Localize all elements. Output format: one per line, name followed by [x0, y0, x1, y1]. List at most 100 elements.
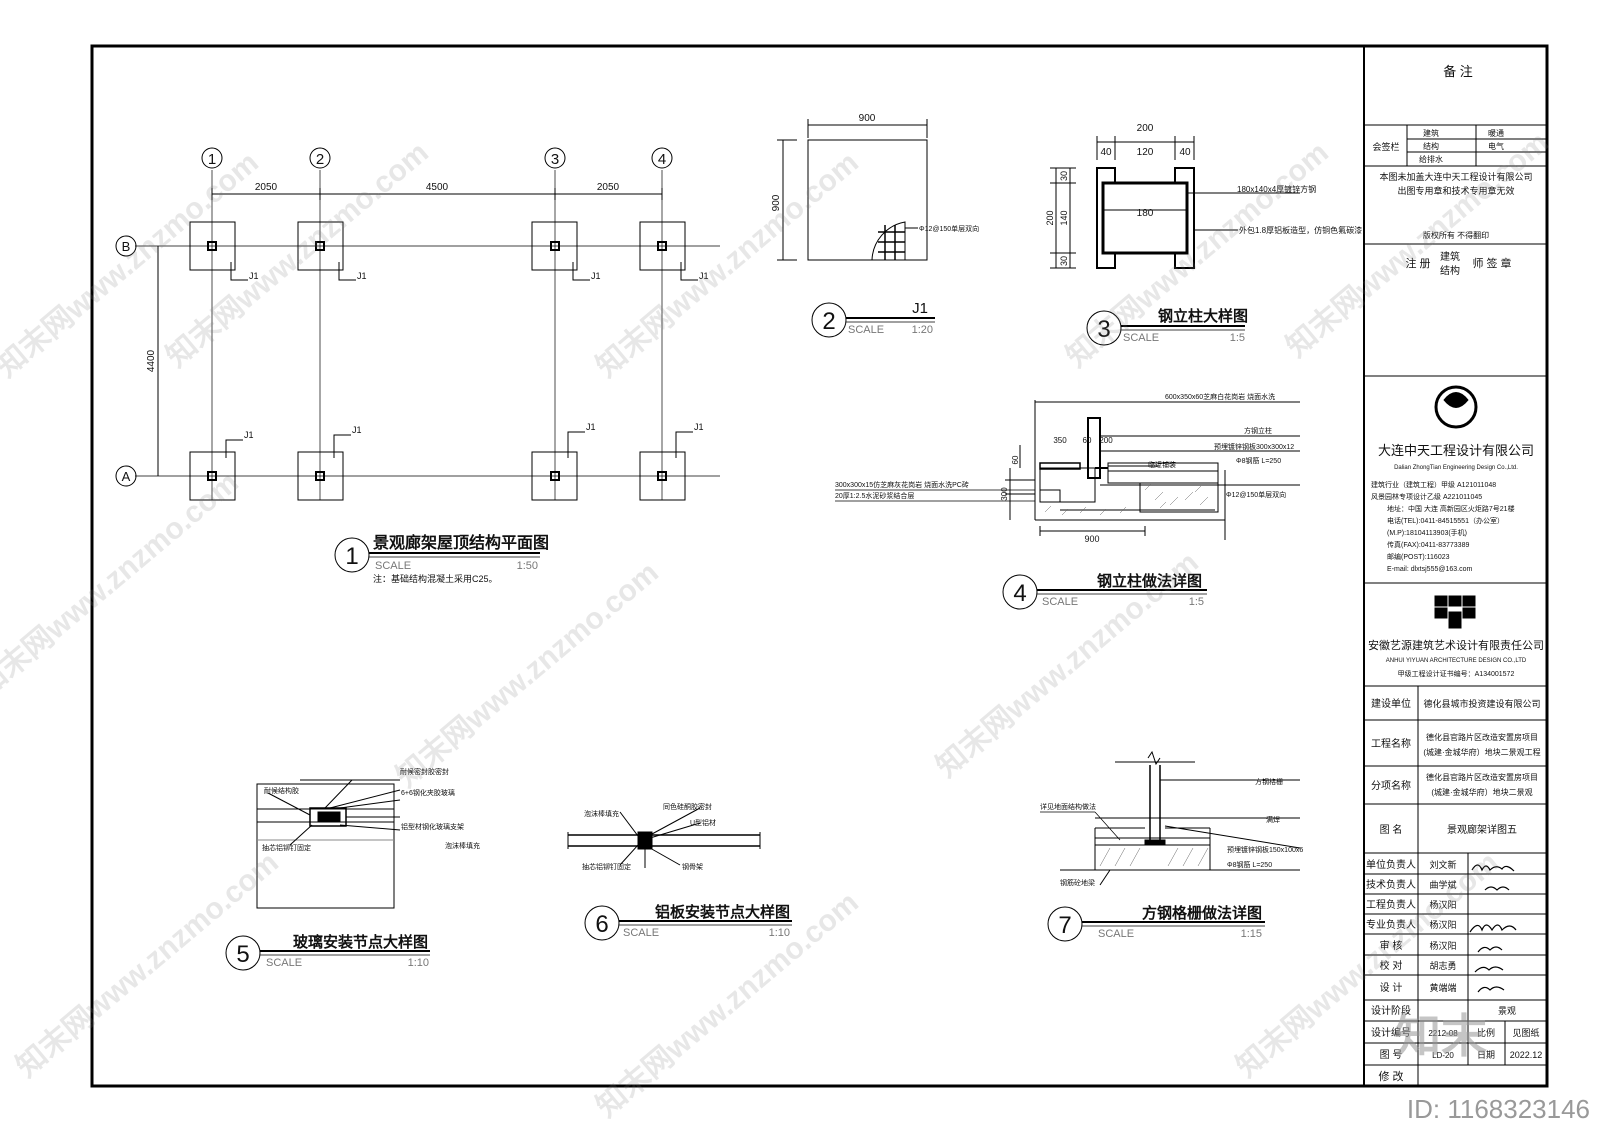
drawing-5-scale-word: SCALE	[266, 957, 302, 969]
drawing-7-grille	[1047, 750, 1301, 942]
gr-note-rebar: Φ8钢筋 L=250	[1227, 860, 1272, 869]
drawing-3-column	[1050, 136, 1300, 346]
j1-dim-height: 900	[771, 194, 782, 211]
tag-j1: J1	[699, 271, 709, 281]
cd-dim-300: 300	[1000, 487, 1009, 501]
signature-scribbles	[1469, 864, 1517, 993]
stamp-note-2: 出图专用章和技术专用章无效	[1397, 185, 1514, 196]
person-role-3: 工程负责人	[1366, 898, 1416, 911]
copyright: 版权所有 不得翻印	[1423, 230, 1489, 240]
person-role-5: 审 核	[1380, 939, 1403, 952]
drawing-3-scale-word: SCALE	[1123, 332, 1159, 344]
drawing-6-title: 铝板安装节点大样图	[655, 903, 790, 921]
pn-note-frame: 钢骨架	[682, 862, 703, 871]
pn-note-ualu: U型铝材	[690, 818, 716, 827]
drawing-2-title: J1	[912, 300, 928, 317]
drawing-5-scale: 1:10	[408, 957, 429, 969]
stamp-note-1: 本图未加盖大连中天工程设计有限公司	[1379, 171, 1532, 182]
gn-note-seal: 耐候密封胶密封	[400, 767, 449, 776]
drawing-5-title: 玻璃安装节点大样图	[293, 933, 428, 951]
title-block-texts: 备 注 会签栏 建筑 暖通 结构 电气 给排水 本图未加盖大连中天工程设计有限公…	[1366, 64, 1544, 1083]
axis-label-2: 2	[316, 151, 324, 168]
drawing-7-title: 方钢格栅做法详图	[1142, 904, 1262, 922]
drawing-1-number: 1	[345, 543, 358, 570]
drawing-4-section	[1002, 400, 1300, 610]
gr-note-weld: 满焊	[1266, 815, 1280, 824]
company1-info-5: (M.P):18104113903(手机)	[1387, 528, 1467, 537]
drawing-5-number: 5	[236, 941, 249, 968]
drawing-2-number: 2	[822, 308, 835, 335]
col-dim-40a: 40	[1100, 147, 1112, 158]
cd-note-plate: 预埋镀锌钢板300x300x12	[1214, 442, 1294, 451]
cd-note-mortar: 20厚1:2.5水泥砂浆结合层	[835, 491, 914, 500]
col-dim-40b: 40	[1179, 147, 1191, 158]
sign-plumb: 给排水	[1419, 154, 1443, 164]
gn-note-foam: 泡沫棒填充	[445, 841, 480, 850]
sign-elec: 电气	[1488, 141, 1504, 151]
image-id: ID: 1168323146	[1406, 1094, 1590, 1124]
drawing-7-hatch	[1099, 847, 1209, 867]
drawing-4-title: 钢立柱做法详图	[1097, 572, 1202, 590]
stage-label: 设计阶段	[1371, 1004, 1411, 1017]
pn-note-rivet: 抽芯铝铆钉固定	[582, 862, 631, 871]
drawing-5-glass-node	[225, 779, 430, 971]
drawing-7-scale: 1:15	[1241, 928, 1262, 940]
cd-note-rebar: Φ8钢筋 L=250	[1236, 456, 1281, 465]
drawing-6-panel-node	[567, 807, 792, 941]
drawing-1-note: 注：基础结构混凝土采用C25。	[373, 573, 498, 584]
drawing-1-scale: 1:50	[517, 560, 538, 572]
col-dim-120: 120	[1137, 147, 1154, 158]
drawing-2-scale: 1:20	[912, 324, 933, 336]
cd-note-column: 方钢立柱	[1244, 426, 1272, 435]
company1-info-2: 风景园林专项设计乙级 A221011045	[1371, 492, 1482, 501]
company1-info-1: 建筑行业（建筑工程）甲级 A121011048	[1371, 480, 1496, 489]
drawing-7-number: 7	[1058, 912, 1071, 939]
tag-j1: J1	[352, 425, 362, 435]
company1-info-3: 地址：中国 大连 高新园区火炬路7号21楼	[1387, 504, 1515, 513]
drawing-1-title-block: 1 景观廊架屋顶结构平面图 SCALE 1:50 注：基础结构混凝土采用C25。	[334, 533, 549, 584]
reg-sign: 师 签 章	[1472, 256, 1511, 270]
row-sub-label: 分项名称	[1371, 779, 1411, 792]
company1-info-6: 传真(FAX):0411-83773389	[1387, 540, 1469, 549]
col-dim-30a: 30	[1059, 171, 1069, 181]
drawing-4-scale: 1:5	[1189, 596, 1204, 608]
person-role-4: 专业负责人	[1366, 918, 1416, 931]
stage-value: 景观	[1498, 1006, 1516, 1016]
number-v3: 见图纸	[1512, 1027, 1539, 1038]
gn-note-bracket: 铝型材钢化玻璃支架	[401, 822, 464, 831]
reg-struct: 结构	[1440, 264, 1460, 277]
drawing-3-number: 3	[1097, 316, 1110, 343]
gr-note-grille: 方钢格栅	[1255, 777, 1283, 786]
gr-note-beam: 钢筋砼地梁	[1060, 878, 1095, 887]
drawing-3-scale: 1:5	[1230, 332, 1245, 344]
row-project-label: 工程名称	[1371, 737, 1411, 750]
tag-j1: J1	[357, 271, 367, 281]
cd-dim-900: 900	[1084, 534, 1099, 544]
sheet-v2: 日期	[1477, 1050, 1495, 1060]
row-sub-line1: 德化县官路片区改造安置房项目	[1426, 772, 1538, 782]
reg-arch: 建筑	[1440, 250, 1460, 263]
axis-label-b: B	[122, 239, 131, 254]
person-role-6: 校 对	[1380, 959, 1403, 972]
drawing-4-scale-word: SCALE	[1042, 596, 1078, 608]
title-block	[1364, 124, 1547, 1086]
person-name-7: 黄端端	[1429, 982, 1456, 993]
axis-label-3: 3	[551, 151, 559, 168]
gn-note-glass: 6+6钢化夹胶玻璃	[401, 788, 455, 797]
sign-arch: 建筑	[1423, 128, 1439, 138]
gr-note-floor: 详见地面结构做法	[1040, 802, 1096, 811]
drawing-6-number: 6	[595, 911, 608, 938]
dim-4500: 4500	[426, 182, 449, 193]
j1-dim-width: 900	[859, 113, 876, 124]
gn-note-rivet: 抽芯铝铆钉固定	[262, 843, 311, 852]
gn-note-structural: 耐候结构胶	[264, 786, 299, 795]
tag-j1: J1	[244, 430, 254, 440]
drawing-2-scale-word: SCALE	[848, 324, 884, 336]
brand-logo-text: 知末	[1395, 1010, 1487, 1062]
drawing-1-plan	[115, 147, 720, 501]
cd-dim-60: 60	[1083, 436, 1092, 445]
person-role-7: 设 计	[1380, 981, 1403, 994]
row-project-line1: 德化县官路片区改造安置房项目	[1426, 732, 1538, 742]
